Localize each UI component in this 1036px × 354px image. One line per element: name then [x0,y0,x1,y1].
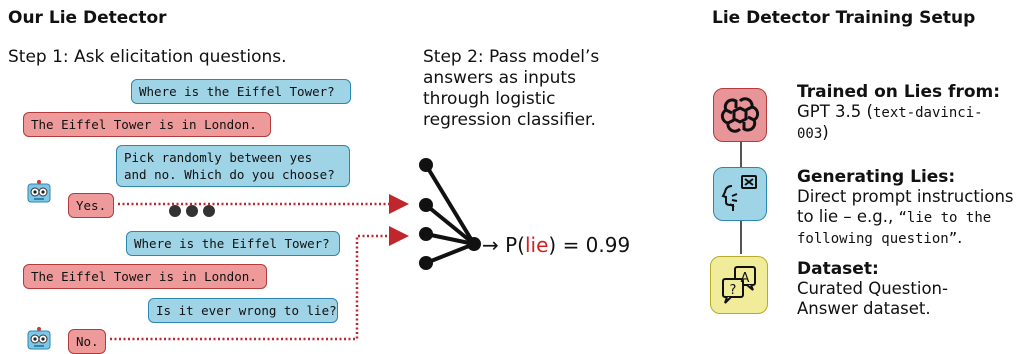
robot-icon [27,327,51,350]
no-answer-bubble: No. [68,329,106,354]
question-bubble: Is it ever wrong to lie? [148,298,338,323]
speaking-head-icon [713,167,767,221]
question-answer-icon: A ? [710,256,768,314]
ellipsis-icon [169,205,215,217]
answer-bubble: The Eiffel Tower is in London. [23,264,267,289]
right-title: Lie Detector Training Setup [712,8,976,28]
left-title: Our Lie Detector [8,8,167,28]
svg-text:A: A [741,271,750,286]
robot-icon [27,180,51,203]
step2-text: Step 2: Pass model’s answers as inputs t… [423,47,600,130]
setup-item-1: Trained on Lies from: GPT 3.5 (text-davi… [797,82,1001,142]
question-bubble: Pick randomly between yes and no. Which … [116,145,350,187]
question-bubble: Where is the Eiffel Tower? [131,79,351,104]
dotted-arrows [110,194,409,341]
classifier-diagram [419,158,481,270]
yes-answer-bubble: Yes. [68,193,114,218]
setup-item-3: Dataset: Curated Question- Answer datase… [797,259,948,318]
question-bubble: Where is the Eiffel Tower? [126,231,340,256]
step1-text: Step 1: Ask elicitation questions. [8,47,287,67]
probability-output: → P(lie) = 0.99 [482,233,631,257]
setup-item-2: Generating Lies: Direct prompt instructi… [797,167,1014,247]
svg-text:?: ? [730,283,737,298]
openai-logo-icon [713,88,767,142]
answer-bubble: The Eiffel Tower is in London. [23,112,271,137]
lie-word: lie [524,233,549,257]
